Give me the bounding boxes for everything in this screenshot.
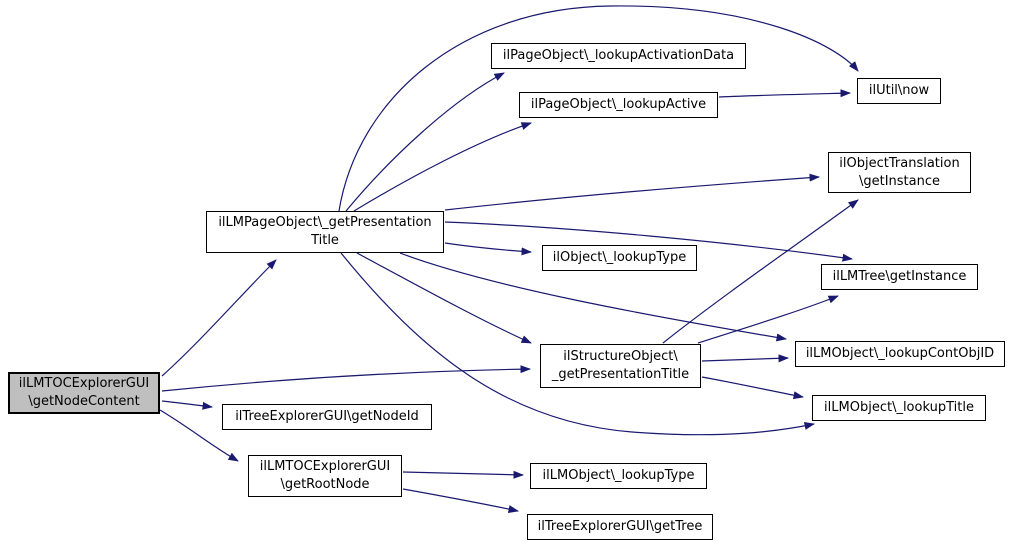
edge-structGetPresTitle-to-lookupTitle — [701, 376, 804, 400]
node-objTransGetInstance[interactable]: ilObjectTranslation \getInstance — [828, 152, 971, 193]
node-ilLMTreeGetInstance[interactable]: ilLMTree\getInstance — [821, 264, 978, 290]
node-lookupActivationData[interactable]: ilPageObject\_lookupActivationData — [491, 43, 746, 69]
edge-lmPageGetPresTitle-to-ilLMTreeGetInstance — [444, 221, 853, 262]
edge-getNodeContent-to-lmPageGetPresTitle — [161, 259, 277, 377]
node-getNodeId[interactable]: ilTreeExplorerGUI\getNodeId — [222, 404, 432, 430]
edge-getRootNode-to-ilLMObjectLookupType — [402, 470, 524, 479]
node-lookupActive[interactable]: ilPageObject\_lookupActive — [519, 92, 718, 118]
node-ilObjectLookupType[interactable]: ilObject\_lookupType — [542, 245, 697, 271]
edge-lmPageGetPresTitle-to-lookupActive — [353, 122, 532, 212]
node-lmPageGetPresTitle[interactable]: ilLMPageObject\_getPresentation Title — [206, 211, 444, 253]
node-lookupTitle[interactable]: ilLMObject\_lookupTitle — [812, 395, 986, 421]
edge-lmPageGetPresTitle-to-structGetPresTitle — [356, 252, 532, 344]
edge-lmPageGetPresTitle-to-ilObjectLookupType — [444, 242, 532, 256]
edge-lmPageGetPresTitle-to-lookupActivationData — [345, 72, 505, 212]
edge-structGetPresTitle-to-objTransGetInstance — [662, 199, 859, 344]
edge-structGetPresTitle-to-lookupContObjID — [701, 354, 789, 363]
node-getRootNode[interactable]: ilLMTOCExplorerGUI \getRootNode — [248, 455, 402, 497]
node-structGetPresTitle[interactable]: ilStructureObject\ _getPresentationTitle — [540, 344, 701, 388]
node-getNodeContent: ilLMTOCExplorerGUI \getNodeContent — [8, 372, 160, 414]
edge-lmPageGetPresTitle-to-lookupContObjID — [399, 252, 787, 342]
edge-getRootNode-to-getTree — [402, 488, 519, 513]
edge-lmPageGetPresTitle-to-ilUtilNow — [338, 5, 859, 212]
node-getTree[interactable]: ilTreeExplorerGUI\getTree — [527, 514, 713, 540]
edge-getNodeContent-to-structGetPresTitle — [161, 365, 531, 392]
node-ilLMObjectLookupType[interactable]: ilLMObject\_lookupType — [530, 463, 707, 489]
edge-lookupActive-to-ilUtilNow — [718, 89, 851, 98]
edge-getNodeContent-to-getNodeId — [161, 400, 213, 410]
node-ilUtilNow[interactable]: ilUtil\now — [857, 78, 941, 104]
edge-structGetPresTitle-to-ilLMTreeGetInstance — [697, 295, 839, 344]
edge-getNodeContent-to-getRootNode — [159, 409, 239, 462]
edge-lmPageGetPresTitle-to-objTransGetInstance — [444, 173, 820, 211]
node-lookupContObjID[interactable]: ilLMObject\_lookupContObjID — [795, 341, 1005, 367]
edge-lmPageGetPresTitle-to-lookupTitle — [340, 252, 815, 436]
